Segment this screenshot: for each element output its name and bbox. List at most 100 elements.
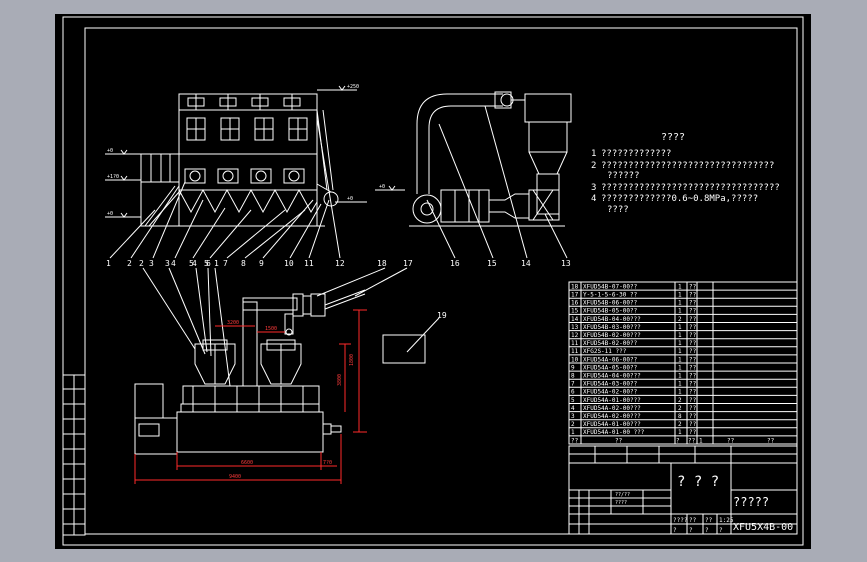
tb-cell: ? xyxy=(705,527,709,534)
parts-cell-mat: ?? xyxy=(689,413,697,420)
parts-cell-no: 11 xyxy=(571,340,579,347)
parts-cell-mat: ?? xyxy=(689,429,697,436)
mid-leaders xyxy=(142,267,440,387)
tb-cell: ?? xyxy=(705,517,713,524)
parts-cell-qty: 1 xyxy=(678,381,682,388)
note-text: ???? xyxy=(607,205,629,215)
note-num: 4 xyxy=(591,194,596,204)
callout: 7 xyxy=(223,259,228,268)
dimension-text: 3200 1500 1800 3800 6600 7?0 9400 xyxy=(227,320,355,480)
scale-label: 1:25 xyxy=(719,517,734,524)
elevation-label: +0 xyxy=(107,211,113,217)
cad-drawing: +0 +1?0 +0 +250 +0 +0 xyxy=(62,16,804,546)
parts-list-grid xyxy=(568,281,798,445)
callout: 1 xyxy=(106,259,111,268)
note-num: 1 xyxy=(591,149,596,159)
plan-view xyxy=(134,289,426,455)
dimension-lines xyxy=(134,309,367,484)
callout: 2 xyxy=(139,259,144,268)
note-num: 3 xyxy=(591,183,596,193)
inner-frame xyxy=(84,27,798,535)
callout: 3 xyxy=(165,259,170,268)
elevation-label: +250 xyxy=(347,84,359,90)
callout: 4 xyxy=(171,259,176,268)
parts-cell-mat: ?? xyxy=(689,373,697,380)
title-block xyxy=(568,445,798,535)
parts-cell-qty: 1 xyxy=(678,373,682,380)
callout: 14 xyxy=(521,259,531,268)
parts-cell-code: XFUD54A-06-00?? xyxy=(583,356,638,363)
parts-cell-code: Y-5-1-5-6-30 ?? xyxy=(583,292,638,299)
tb-cell: ?? xyxy=(689,517,697,524)
parts-cell-mat: ?? xyxy=(689,316,697,323)
parts-cell-code: XFUD54A-02-00??? xyxy=(583,413,641,420)
notes-title: ???? xyxy=(661,132,685,143)
parts-cell-no: 8 xyxy=(571,373,575,380)
parts-cell-qty: 1 xyxy=(678,356,682,363)
tb-cell: ??/?? xyxy=(615,492,630,498)
note-text: ????????????? xyxy=(601,149,671,159)
callout: 3 xyxy=(149,259,154,268)
parts-cell-mat: ?? xyxy=(689,340,697,347)
parts-cell-no: 6 xyxy=(571,389,575,396)
top-leaders xyxy=(109,105,568,259)
parts-cell-mat: ?? xyxy=(689,381,697,388)
callout: 6 xyxy=(206,259,211,268)
parts-cell-no: 9 xyxy=(571,364,575,371)
parts-cell-qty: 1 xyxy=(678,292,682,299)
parts-cell-no: 7 xyxy=(571,381,575,388)
parts-header-cell: ?? xyxy=(571,437,579,444)
elevation-label: +0 xyxy=(107,148,113,154)
parts-cell-no: 10 xyxy=(571,356,579,363)
parts-cell-code: XFUD54A-01-00??? xyxy=(583,397,641,404)
parts-header-cell: 1 xyxy=(699,437,703,444)
parts-cell-code: XFUD54B-07-00?? xyxy=(583,283,638,290)
dim-label: 9400 xyxy=(229,474,241,480)
parts-cell-code: XFUD54A-03-00?? xyxy=(583,381,638,388)
parts-cell-mat: ?? xyxy=(689,348,697,355)
parts-cell-qty: 2 xyxy=(678,316,682,323)
left-stamp-block xyxy=(62,374,86,536)
parts-cell-code: XFUD54A-02-00??? xyxy=(583,405,641,412)
note-text: ???????????????????????????????? xyxy=(601,161,774,171)
callout: 19 xyxy=(437,311,447,320)
parts-cell-no: 13 xyxy=(571,324,579,331)
parts-cell-mat: ?? xyxy=(689,332,697,339)
parts-cell-qty: 2 xyxy=(678,421,682,428)
parts-cell-mat: ?? xyxy=(689,292,697,299)
parts-cell-code: XFUD54B-04-00??? xyxy=(583,316,641,323)
parts-cell-mat: ?? xyxy=(689,405,697,412)
parts-cell-qty: 8 xyxy=(678,413,682,420)
parts-cell-qty: 1 xyxy=(678,340,682,347)
parts-cell-no: 4 xyxy=(571,405,575,412)
top-callout-numbers: 1 2 3 4 5 6 7 8 9 10 11 12 16 15 14 13 xyxy=(106,259,571,268)
dim-label: 6600 xyxy=(241,460,253,466)
parts-cell-mat: ?? xyxy=(689,421,697,428)
outer-frame xyxy=(62,16,804,546)
parts-header-cell: ? xyxy=(676,437,680,444)
callout: 17 xyxy=(403,259,413,268)
tb-cell: ???? xyxy=(673,517,688,524)
parts-cell-code: XFUD54B-02-00?? xyxy=(583,340,638,347)
tb-cell: ? xyxy=(689,527,693,534)
parts-cell-code: XFUD54A-01-00 ??? xyxy=(583,429,645,436)
parts-cell-qty: 2 xyxy=(678,397,682,404)
tb-cell: ? xyxy=(673,527,677,534)
parts-cell-no: 12 xyxy=(571,332,579,339)
dim-label: 3200 xyxy=(227,320,239,326)
parts-cell-no: 3 xyxy=(571,413,575,420)
title-stamp: ? ? ? xyxy=(677,474,719,490)
parts-cell-qty: 1 xyxy=(678,348,682,355)
parts-cell-code: XFUD54B-06-00?? xyxy=(583,300,638,307)
parts-cell-mat: ?? xyxy=(689,283,697,290)
parts-cell-qty: 1 xyxy=(678,324,682,331)
parts-cell-qty: 2 xyxy=(678,405,682,412)
parts-cell-no: 16 xyxy=(571,300,579,307)
callout: 5 xyxy=(189,259,194,268)
parts-cell-no: 14 xyxy=(571,316,579,323)
note-text: ????????????????????????????????? xyxy=(601,183,780,193)
parts-cell-mat: ?? xyxy=(689,308,697,315)
parts-cell-qty: 1 xyxy=(678,300,682,307)
dim-label: 1500 xyxy=(265,326,277,332)
